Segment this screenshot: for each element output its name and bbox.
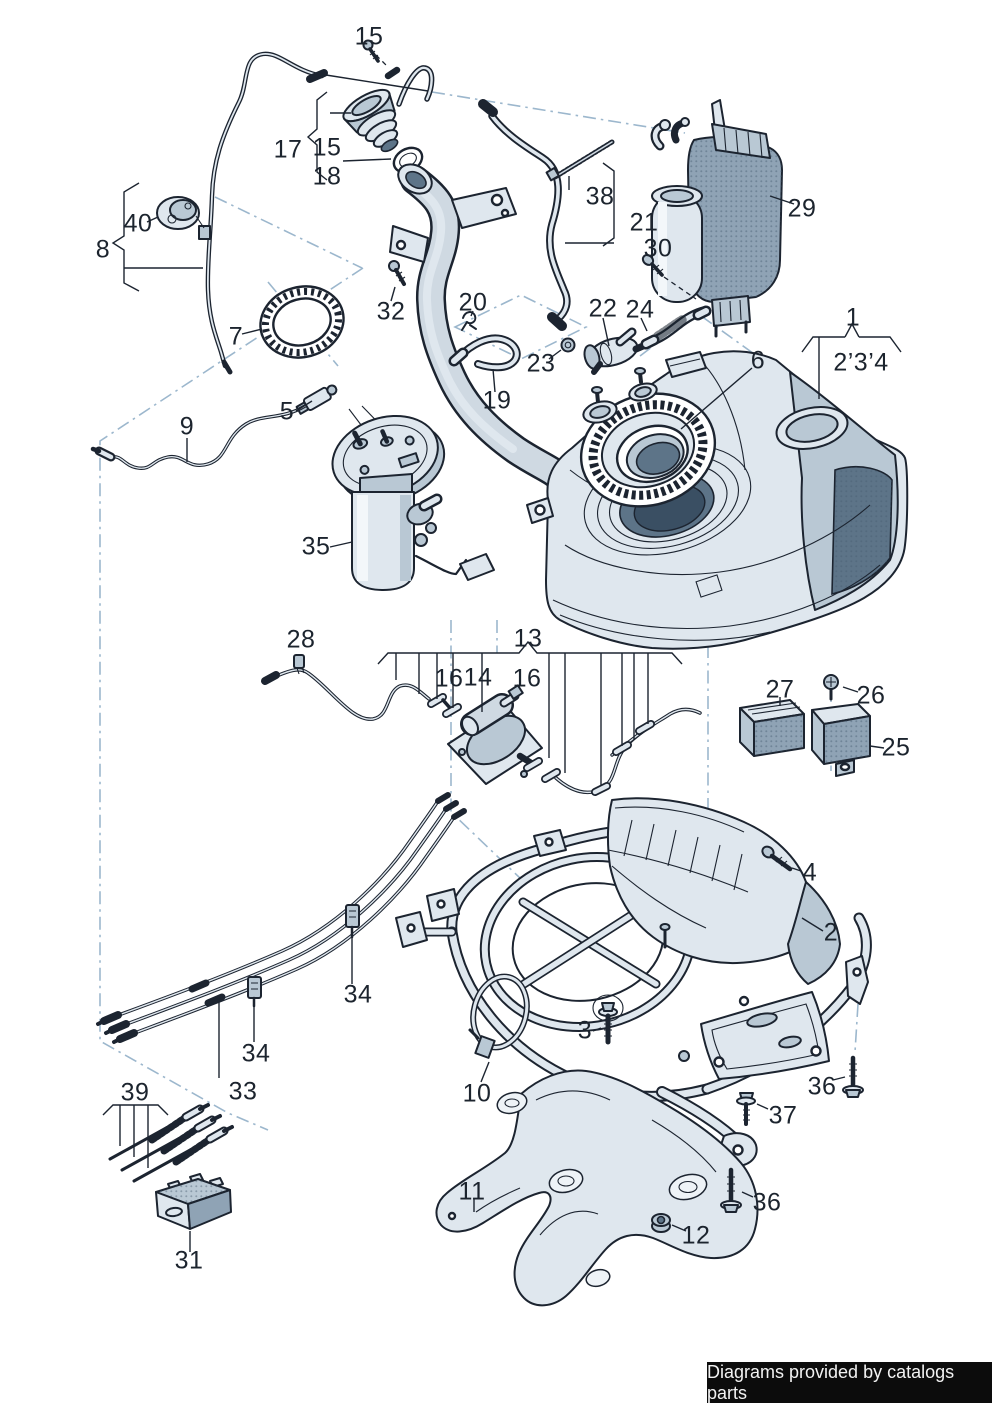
callout-40: 40 — [123, 209, 153, 238]
sensor-cable — [90, 404, 307, 470]
callout-12: 12 — [681, 1221, 711, 1250]
charcoal-canister — [650, 99, 783, 338]
callout-1: 1 — [845, 303, 861, 332]
vent-valve — [156, 196, 205, 230]
callout-24: 24 — [625, 295, 655, 324]
callout-29: 29 — [787, 194, 817, 223]
callout-5: 5 — [279, 397, 295, 426]
heat-shield — [435, 1069, 759, 1307]
control-module-27 — [739, 699, 805, 757]
callout-8: 8 — [95, 235, 111, 264]
callout-4: 4 — [802, 858, 818, 887]
cap-screw-icon — [362, 39, 380, 63]
shield-nut-icon — [651, 1213, 671, 1233]
callout-34-b: 34 — [241, 1039, 271, 1068]
callout-16-b: 16 — [512, 664, 542, 693]
hose-clamp — [468, 973, 530, 1059]
callout-27: 27 — [765, 675, 795, 704]
callout-13: 13 — [513, 624, 543, 653]
callout-17: 17 — [273, 135, 303, 164]
bolt-37-icon — [736, 1092, 756, 1126]
pipe-connectors — [108, 1103, 234, 1183]
callout-38: 38 — [585, 182, 615, 211]
fuel-pump-module — [331, 405, 495, 591]
fuel-line-group — [427, 684, 702, 796]
callout-9: 9 — [179, 412, 195, 441]
frame-screw-icon-4 — [761, 845, 793, 872]
fuel-filler-cap — [342, 88, 399, 153]
connector-bracket — [155, 1173, 232, 1230]
callout-15-top: 15 — [354, 22, 384, 51]
vent-hose-21 — [478, 99, 571, 331]
tank-locking-ring — [259, 285, 345, 359]
module-screw-icon — [823, 674, 839, 701]
bolt-36-bottom-icon — [720, 1167, 742, 1213]
frame-bolt-icon-3 — [592, 994, 624, 1045]
callout-37: 37 — [768, 1101, 798, 1130]
callout-2: 2 — [823, 918, 839, 947]
callout-14: 14 — [463, 663, 493, 692]
filler-pipe — [397, 163, 571, 489]
pipe-bracket — [388, 187, 517, 286]
callout-32: 32 — [376, 297, 406, 326]
callout-23: 23 — [526, 349, 556, 378]
callout-34-a: 34 — [343, 980, 373, 1009]
callout-11: 11 — [458, 1177, 486, 1206]
callout-22: 22 — [588, 294, 618, 323]
vent-pipe-28 — [261, 654, 431, 721]
callout-25: 25 — [881, 733, 911, 762]
control-module-25 — [811, 703, 871, 777]
connecting-hose-24 — [640, 305, 712, 350]
union-nut — [560, 337, 576, 353]
footer-credit-text: Diagrams provided by catalogs parts — [707, 1361, 955, 1403]
line-clip-a — [345, 904, 360, 939]
callout-20: 20 — [458, 288, 488, 317]
callout-16-a: 16 — [434, 664, 464, 693]
callout-6: 6 — [750, 346, 766, 375]
callout-15-cap: 15 — [312, 133, 342, 162]
filler-vent-hose-19 — [448, 334, 521, 372]
callout-30: 30 — [643, 234, 673, 263]
tank-opening-ring — [579, 392, 717, 508]
metering-pump — [447, 684, 543, 785]
tank-vent-valve — [583, 327, 654, 375]
callout-36-a: 36 — [807, 1072, 837, 1101]
callout-19: 19 — [482, 386, 512, 415]
callout-28: 28 — [286, 625, 316, 654]
canister-screw-icon — [641, 254, 664, 277]
line-clip-b — [247, 976, 262, 1008]
callout-39: 39 — [120, 1078, 150, 1107]
callout-26: 26 — [856, 681, 886, 710]
callout-35: 35 — [301, 532, 331, 561]
footer-credit-bar: Diagrams provided by catalogs parts — [707, 1362, 992, 1403]
callout-7: 7 — [228, 322, 244, 351]
callout-21: 21 — [629, 208, 659, 237]
callout-36-b: 36 — [752, 1188, 782, 1217]
bolt-36-top-icon — [842, 1055, 864, 1098]
construction-lines — [99, 91, 859, 1210]
callout-3: 3 — [577, 1016, 593, 1045]
retaining-clip — [461, 311, 477, 331]
callout-31: 31 — [174, 1246, 204, 1275]
callout-leader-lines — [102, 54, 902, 1252]
vent-line — [198, 51, 328, 375]
fuel-tank — [526, 350, 909, 650]
tank-support-frame — [395, 797, 872, 1167]
fuel-level-sensor — [295, 384, 338, 415]
callout-2-3-4: 2’3’4 — [833, 348, 889, 377]
callout-18: 18 — [312, 162, 342, 191]
cable-tie — [545, 139, 615, 182]
callout-10: 10 — [462, 1079, 492, 1108]
callout-33: 33 — [228, 1077, 258, 1106]
fuel-lines-bundle — [96, 792, 467, 1044]
